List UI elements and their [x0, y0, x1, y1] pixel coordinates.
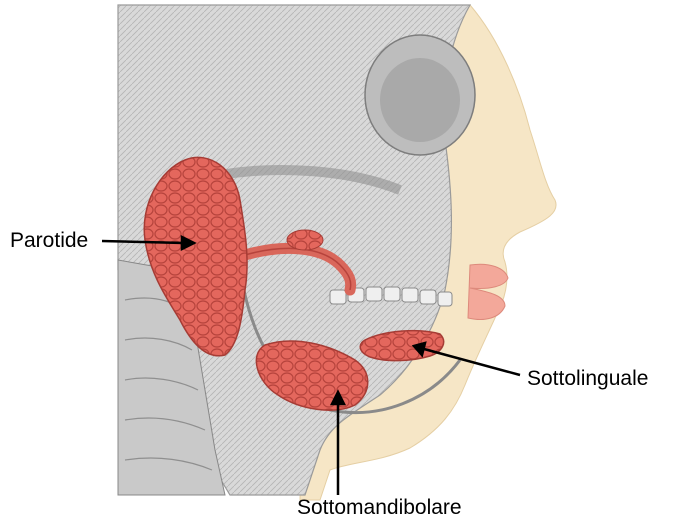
label-sottomandibolare: Sottomandibolare	[297, 497, 462, 518]
label-parotide: Parotide	[10, 230, 88, 251]
label-sottolinguale: Sottolinguale	[527, 368, 648, 389]
